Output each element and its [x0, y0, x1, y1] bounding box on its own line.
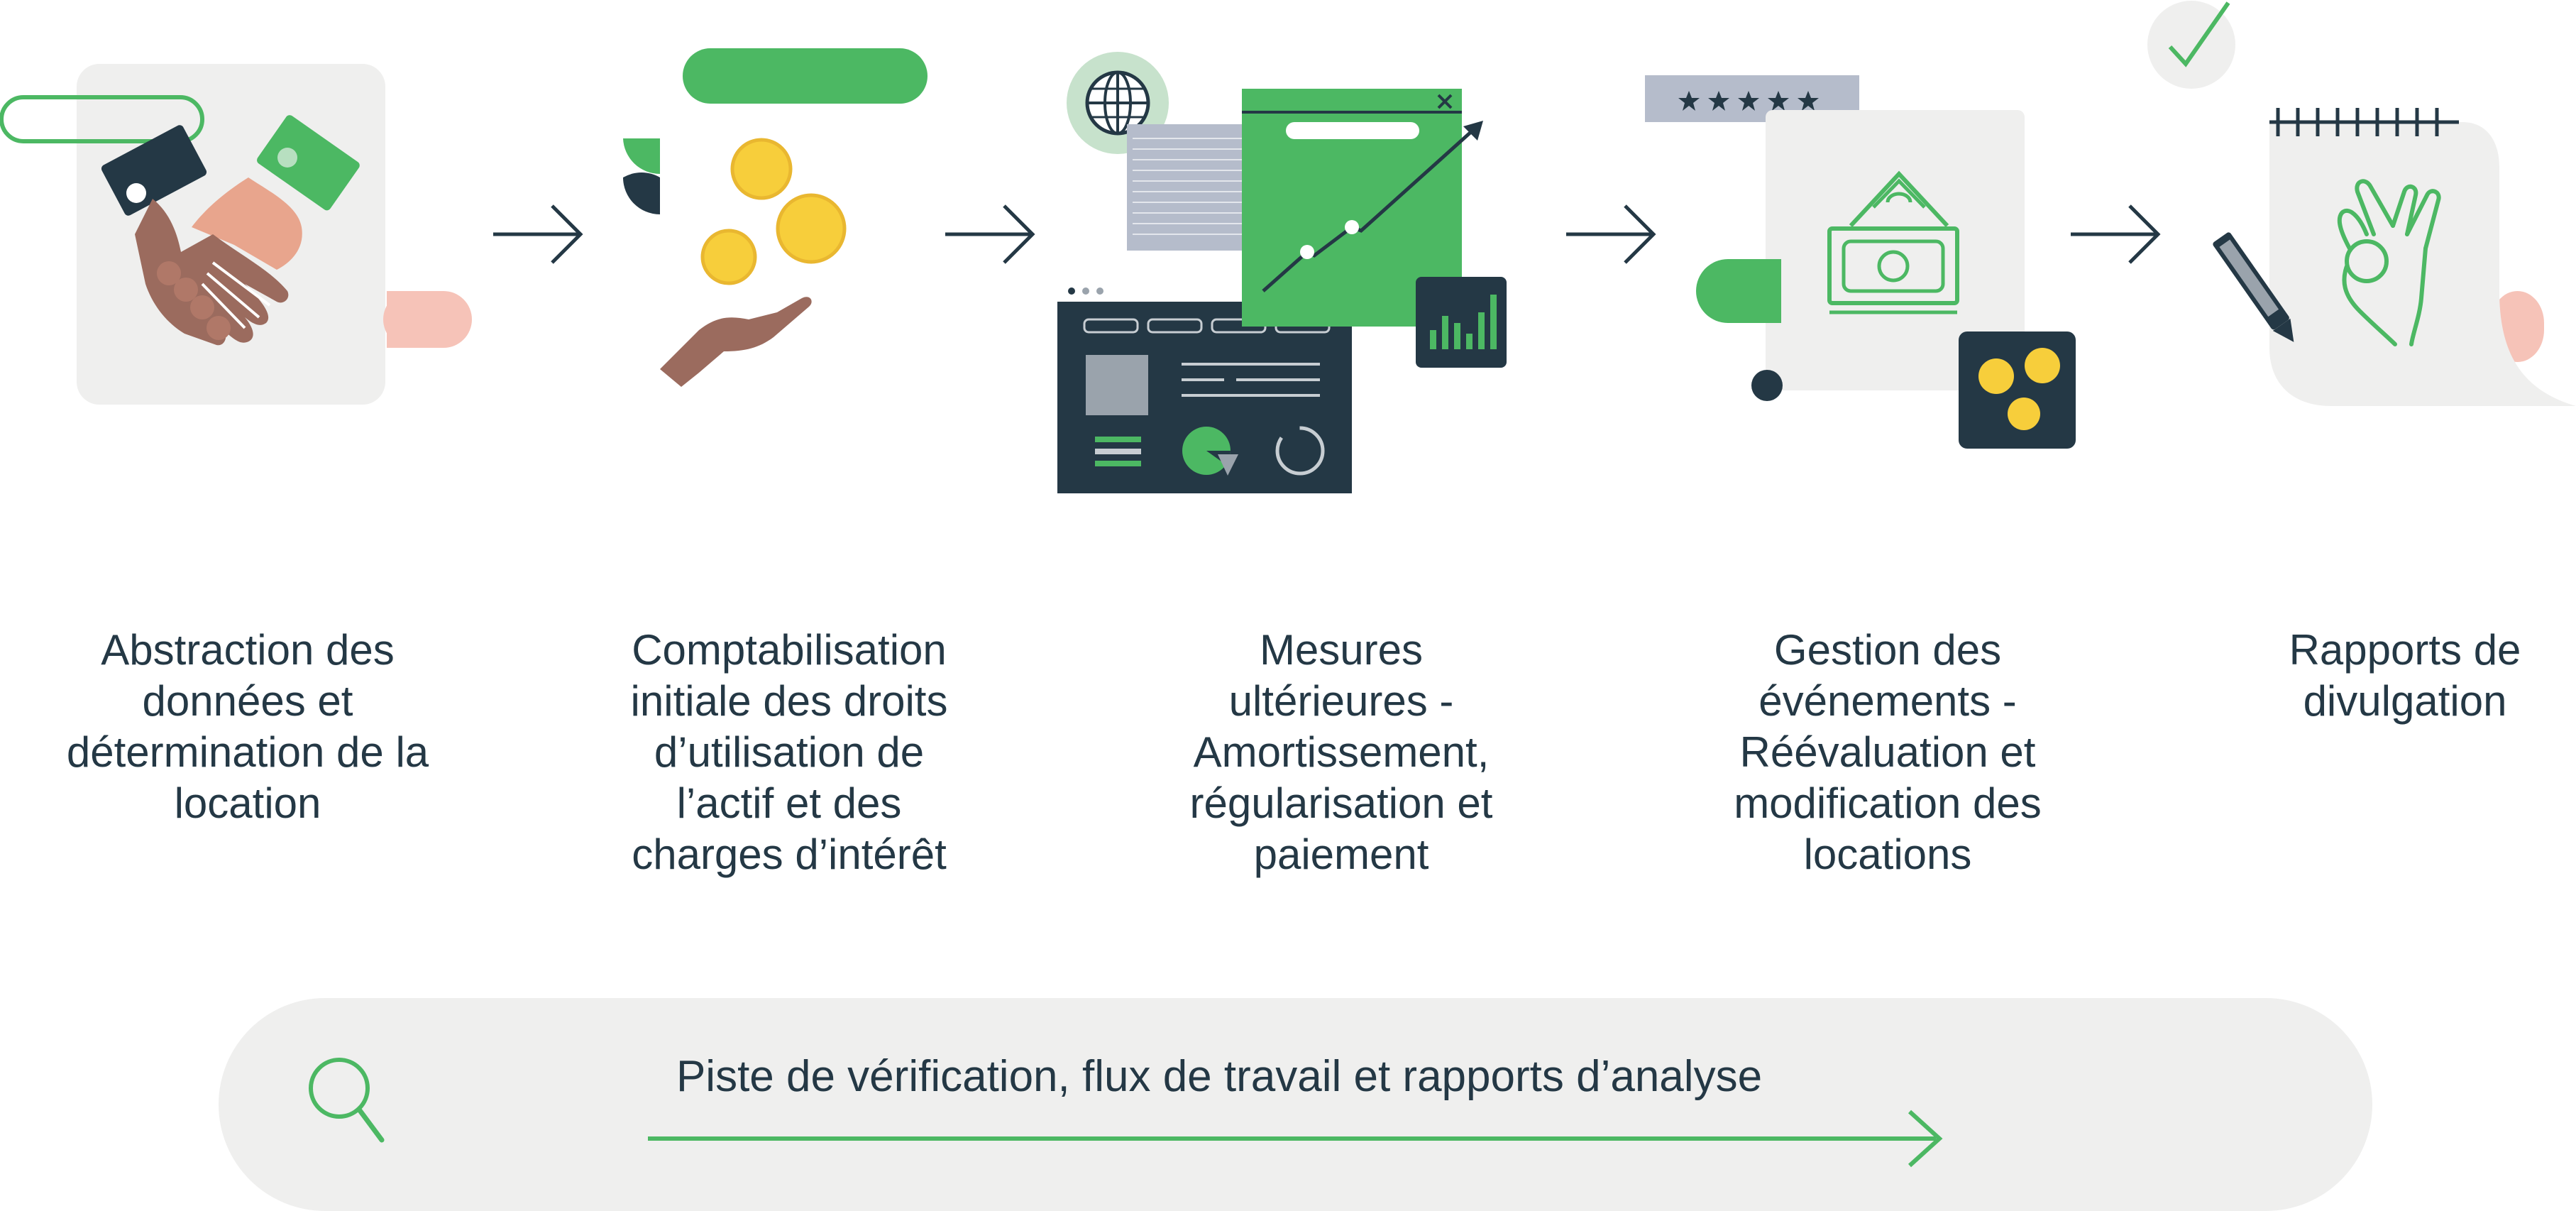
ok-hand-notepad-icon: [2147, 1, 2576, 406]
banner-graphics: [309, 1058, 1943, 1168]
step-label-rapports: Rapports de divulgation: [2289, 626, 2521, 725]
arrow-right-icon: [1566, 204, 1656, 264]
arrow-right-icon: [493, 204, 583, 264]
banknote-document-icon: [1645, 75, 2076, 449]
banner-arrow-icon: [648, 1109, 1943, 1168]
banner-text: Piste de vérification, flux de travail e…: [676, 1052, 1763, 1101]
step-label-comptabilisation: Comptabilisation initiale des droits d’u…: [630, 626, 948, 878]
audit-trail-banner: Piste de vérification, flux de travail e…: [219, 998, 2372, 1211]
arrow-right-icon: [2071, 204, 2161, 264]
process-illustrations: [0, 1, 2576, 493]
step-label-abstraction: Abstraction des données et détermination…: [66, 626, 429, 827]
handshake-icon: [0, 64, 472, 405]
magnifier-icon: [309, 1058, 385, 1143]
dashboard-chart-icon: [1057, 52, 1507, 493]
step-label-gestion: Gestion des événements - Réévaluation et…: [1734, 626, 2042, 878]
arrow-right-icon: [945, 204, 1035, 264]
step-label-mesures: Mesures ultérieures - Amortissement, rég…: [1189, 626, 1493, 878]
coins-hand-icon: [623, 48, 928, 387]
